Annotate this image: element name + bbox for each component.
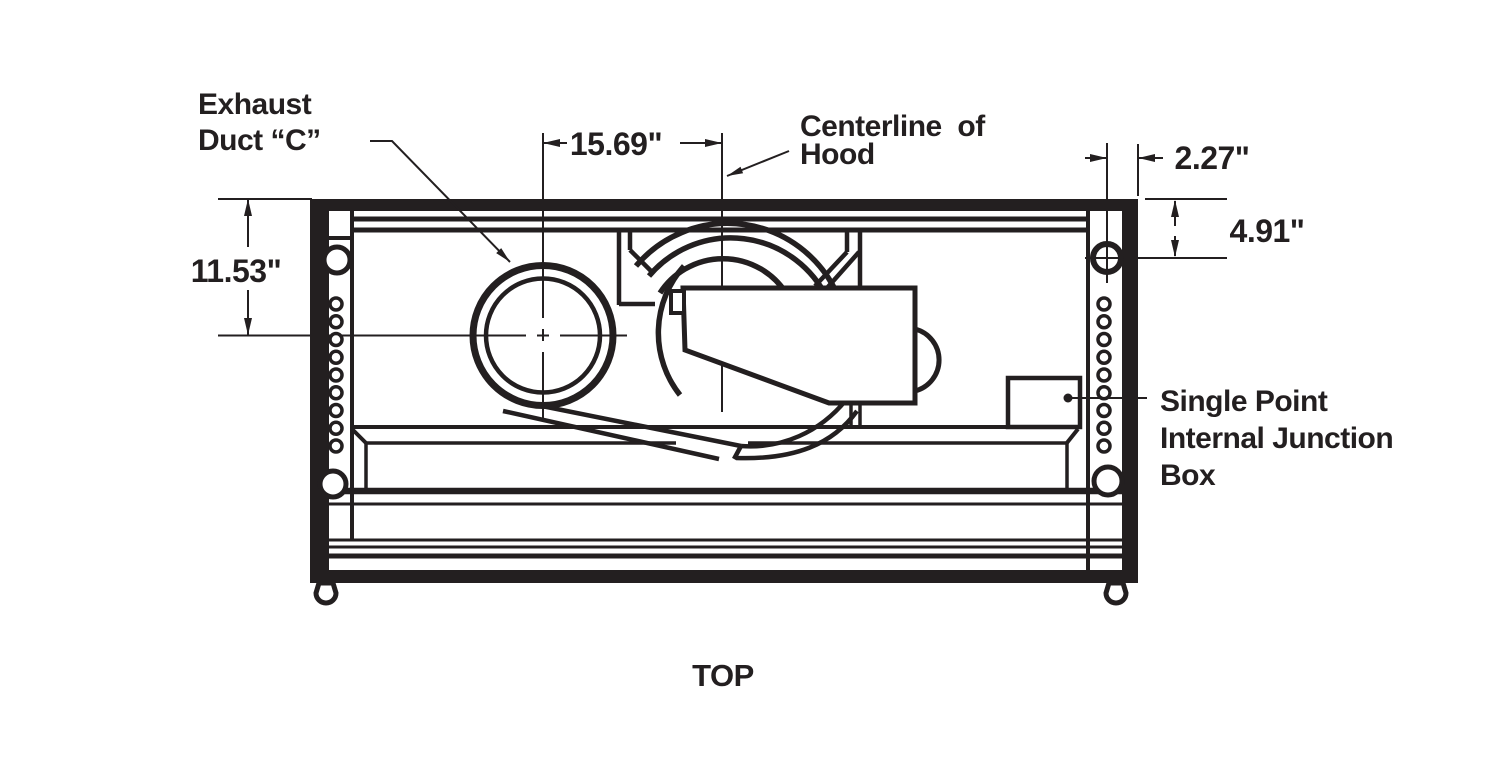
duct-outer-circle — [469, 262, 617, 409]
duct-transition-lines — [502, 398, 743, 462]
centerline-label-line1: Centerline of — [800, 110, 986, 143]
scroll-outer-arc — [633, 220, 841, 298]
motor-tab — [669, 289, 686, 315]
dimension-11-53: 11.53" — [191, 198, 312, 335]
left-hole-column — [317, 244, 353, 500]
dimension-4-91: 4.91" — [1145, 198, 1305, 257]
exhaust-duct-callout: Exhaust Duct “C” — [198, 88, 511, 263]
dimension-2-27: 2.27" — [1085, 140, 1250, 196]
centerline-callout: Centerline of Hood — [726, 110, 987, 177]
scroll-cutoff-curve-2 — [735, 409, 859, 461]
left-foot — [313, 580, 339, 606]
dim-2-27-text: 2.27" — [1175, 140, 1250, 176]
mounting-brackets — [616, 232, 863, 307]
right-foot — [1103, 580, 1129, 606]
junction-box-label-line2: Internal Junction — [1160, 422, 1393, 455]
side-channels — [329, 211, 1090, 570]
motor-end-bell — [912, 325, 942, 395]
motor-body — [680, 285, 918, 406]
bottom-band — [322, 425, 1122, 559]
right-hole-column — [1090, 241, 1125, 498]
view-title: TOP — [692, 658, 754, 693]
dim-15-69-text: 15.69" — [570, 126, 662, 162]
scroll-cutoff-curve-1 — [740, 398, 848, 449]
exhaust-duct-label-line1: Exhaust — [198, 88, 312, 121]
duct-inner-circle — [483, 276, 603, 395]
junction-box-callout: Single Point Internal Junction Box — [1063, 385, 1394, 492]
exhaust-duct-label-line2: Duct “C” — [198, 124, 321, 157]
outer-walls — [310, 199, 1138, 583]
corner-reference-hole — [1090, 241, 1124, 275]
junction-box — [1005, 375, 1083, 430]
dim-11-53-text: 11.53" — [191, 253, 281, 289]
dim-4-91-text: 4.91" — [1230, 213, 1305, 249]
hood-body — [310, 199, 1138, 606]
junction-box-label-line3: Box — [1160, 459, 1216, 492]
blower-motor — [669, 285, 942, 427]
centerline-label-line2: Hood — [800, 138, 875, 171]
scroll-outer-arc-2 — [646, 235, 830, 300]
blower-scroll — [633, 220, 859, 461]
scroll-left-arc — [655, 264, 687, 397]
dimension-15-69: 15.69" — [543, 126, 722, 162]
top-inner-rails — [350, 216, 1088, 233]
junction-box-label-line1: Single Point — [1160, 385, 1328, 418]
exhaust-duct — [469, 262, 617, 409]
